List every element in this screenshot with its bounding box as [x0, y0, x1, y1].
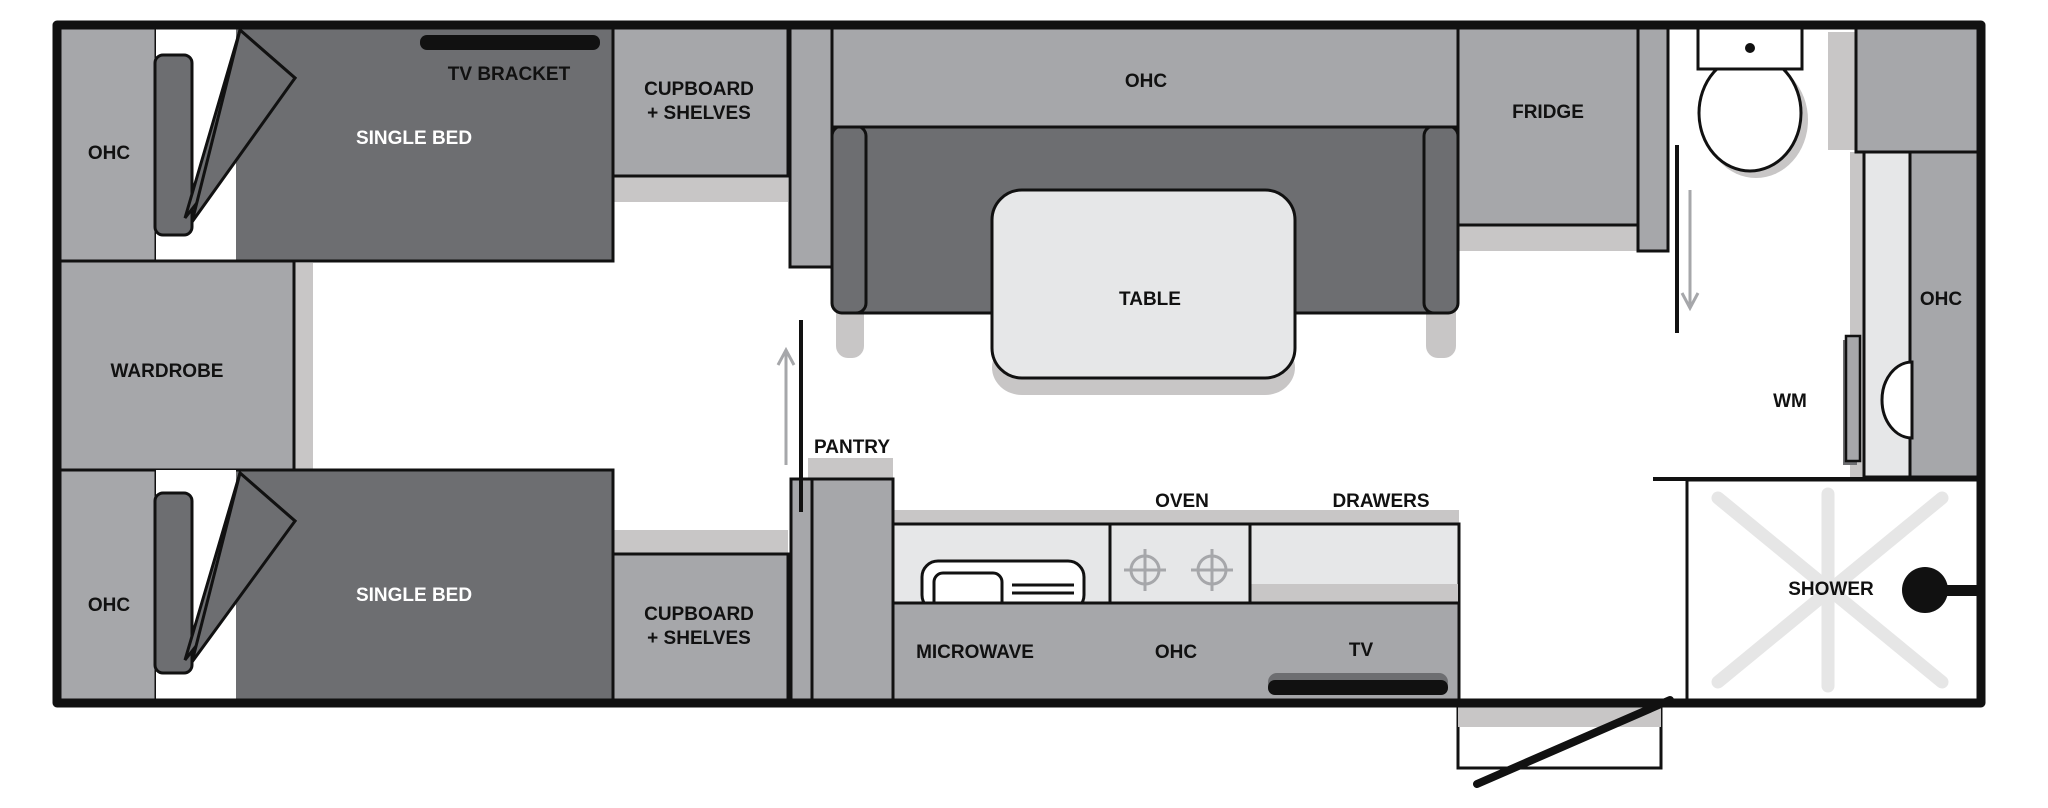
cooktop-burner-icon [1191, 549, 1233, 591]
entry-door-arrow-head [776, 346, 796, 366]
label-single-bed-bottom: SINGLE BED [356, 585, 472, 606]
label-tv-bracket: TV BRACKET [448, 64, 571, 85]
tv-bracket-bar [420, 35, 600, 50]
ohc-top-right [1854, 25, 1981, 154]
ohc-right [1908, 150, 1981, 479]
bed-top-folded-sheet [190, 27, 298, 223]
label-ohc-bottom-center: OHC [1155, 642, 1198, 663]
pantry [810, 477, 895, 703]
fridge-side-panel [1636, 25, 1670, 253]
label-cupboard-top-2: + SHELVES [647, 103, 751, 124]
outer-wall [52, 20, 1986, 708]
fridge [1456, 25, 1640, 227]
pantry-shadow [810, 458, 892, 480]
dinette-seat-arm-right [1422, 124, 1460, 315]
toilet-flush-button [1745, 43, 1755, 53]
cupboard-bottom [611, 552, 790, 703]
tv-bar [1268, 680, 1448, 695]
label-drawers: DRAWERS [1332, 491, 1429, 512]
label-cupboard-top-1: CUPBOARD [644, 79, 754, 100]
label-table: TABLE [1119, 289, 1181, 310]
label-ohc-bottom-left: OHC [88, 595, 131, 616]
dinette-seat-arm-left [830, 124, 868, 315]
wm-handle [1844, 334, 1862, 463]
toilet-bowl [1697, 53, 1803, 173]
dinette-side-panel [788, 25, 834, 269]
label-cupboard-bottom-1: CUPBOARD [644, 604, 754, 625]
dining-table [990, 188, 1297, 380]
label-wardrobe: WARDROBE [111, 361, 224, 382]
label-shower: SHOWER [1788, 579, 1874, 600]
label-ohc-top-left: OHC [88, 143, 131, 164]
shower-tile-cross [1711, 487, 1949, 693]
label-wm: WM [1773, 391, 1807, 412]
label-ohc-top-center: OHC [1125, 71, 1168, 92]
shower-head-icon [1902, 567, 1948, 613]
label-fridge: FRIDGE [1512, 102, 1584, 123]
label-tv: TV [1349, 640, 1374, 661]
kitchen-bench-shadow [1250, 584, 1458, 602]
label-oven: OVEN [1155, 491, 1209, 512]
washing-machine-door [1880, 360, 1914, 440]
label-cupboard-bottom-2: + SHELVES [647, 628, 751, 649]
bed-top-headboard [153, 53, 194, 237]
label-pantry: PANTRY [814, 437, 890, 458]
label-microwave: MICROWAVE [916, 642, 1034, 663]
cooktop-burner-icon [1124, 549, 1166, 591]
ensuite-door-arrow-head [1680, 292, 1700, 312]
main-entry-door [1473, 696, 1674, 788]
cupboard-top [611, 25, 790, 178]
label-single-bed-top: SINGLE BED [356, 128, 472, 149]
pantry-door-panel [789, 477, 814, 703]
label-ohc-right: OHC [1920, 289, 1963, 310]
ohc-bottom-left [57, 468, 158, 703]
bed-bottom-folded-sheet [190, 470, 298, 663]
wardrobe [57, 259, 296, 472]
bed-bottom-headboard [153, 491, 194, 675]
shower-arm [1945, 585, 1981, 596]
